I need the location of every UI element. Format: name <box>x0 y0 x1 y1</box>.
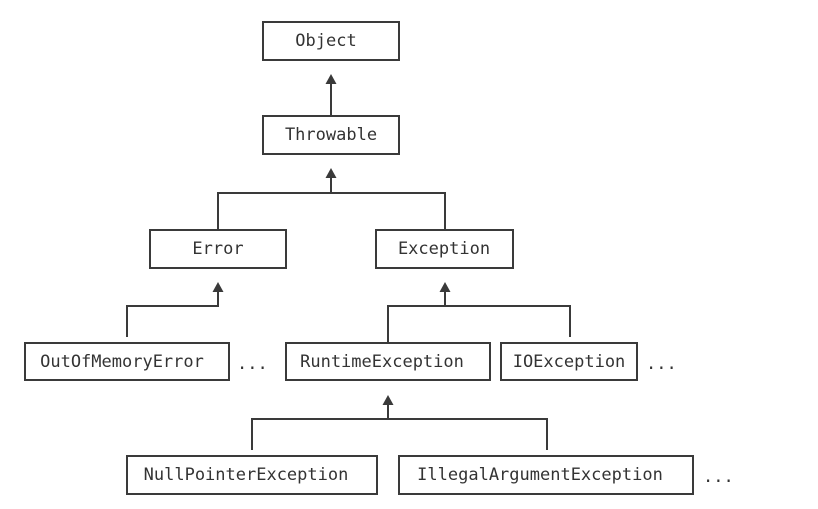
arrow-head-icon <box>325 168 337 178</box>
node-runtime-exception-label: RuntimeException <box>300 352 464 372</box>
arrow-head-icon <box>439 282 451 292</box>
node-error-label: Error <box>192 239 243 259</box>
node-io-exception-box <box>500 342 638 381</box>
connector-children-to-runtime-exception <box>251 395 548 450</box>
runtime-more-ellipsis: ... <box>703 467 734 487</box>
arrow-head-icon <box>325 74 337 84</box>
node-exception-box <box>375 229 514 269</box>
arrow-head-icon <box>382 395 394 405</box>
node-io-exception: IOException <box>500 342 638 381</box>
node-runtime-exception: RuntimeException <box>285 342 491 381</box>
connector-children-to-exception <box>387 282 571 343</box>
connector-oom-to-error <box>126 282 224 337</box>
connector-throwable-to-object <box>325 74 337 116</box>
error-more-ellipsis: ... <box>237 354 268 374</box>
node-out-of-memory-error-label: OutOfMemoryError <box>40 352 204 372</box>
node-illegal-argument-exception: IllegalArgumentException <box>398 455 694 495</box>
node-null-pointer-exception: NullPointerException <box>126 455 378 495</box>
node-exception-label: Exception <box>398 239 490 259</box>
node-out-of-memory-error-box <box>24 342 230 381</box>
node-illegal-argument-exception-label: IllegalArgumentException <box>417 465 663 485</box>
node-out-of-memory-error: OutOfMemoryError <box>24 342 230 381</box>
node-object-label: Object <box>295 31 356 51</box>
node-object: Object <box>262 21 400 61</box>
arrow-head-icon <box>212 282 224 292</box>
exception-more-ellipsis: ... <box>646 354 677 374</box>
node-object-box <box>262 21 400 61</box>
node-exception: Exception <box>375 229 514 269</box>
node-throwable-box <box>262 115 400 155</box>
connector-children-to-throwable <box>217 168 446 229</box>
node-error: Error <box>149 229 287 269</box>
node-error-box <box>149 229 287 269</box>
node-runtime-exception-box <box>285 342 491 381</box>
node-null-pointer-exception-label: NullPointerException <box>144 465 349 485</box>
node-throwable: Throwable <box>262 115 400 155</box>
node-illegal-argument-exception-box <box>398 455 694 495</box>
node-throwable-label: Throwable <box>285 125 377 145</box>
node-io-exception-label: IOException <box>513 352 626 372</box>
node-null-pointer-exception-box <box>126 455 378 495</box>
